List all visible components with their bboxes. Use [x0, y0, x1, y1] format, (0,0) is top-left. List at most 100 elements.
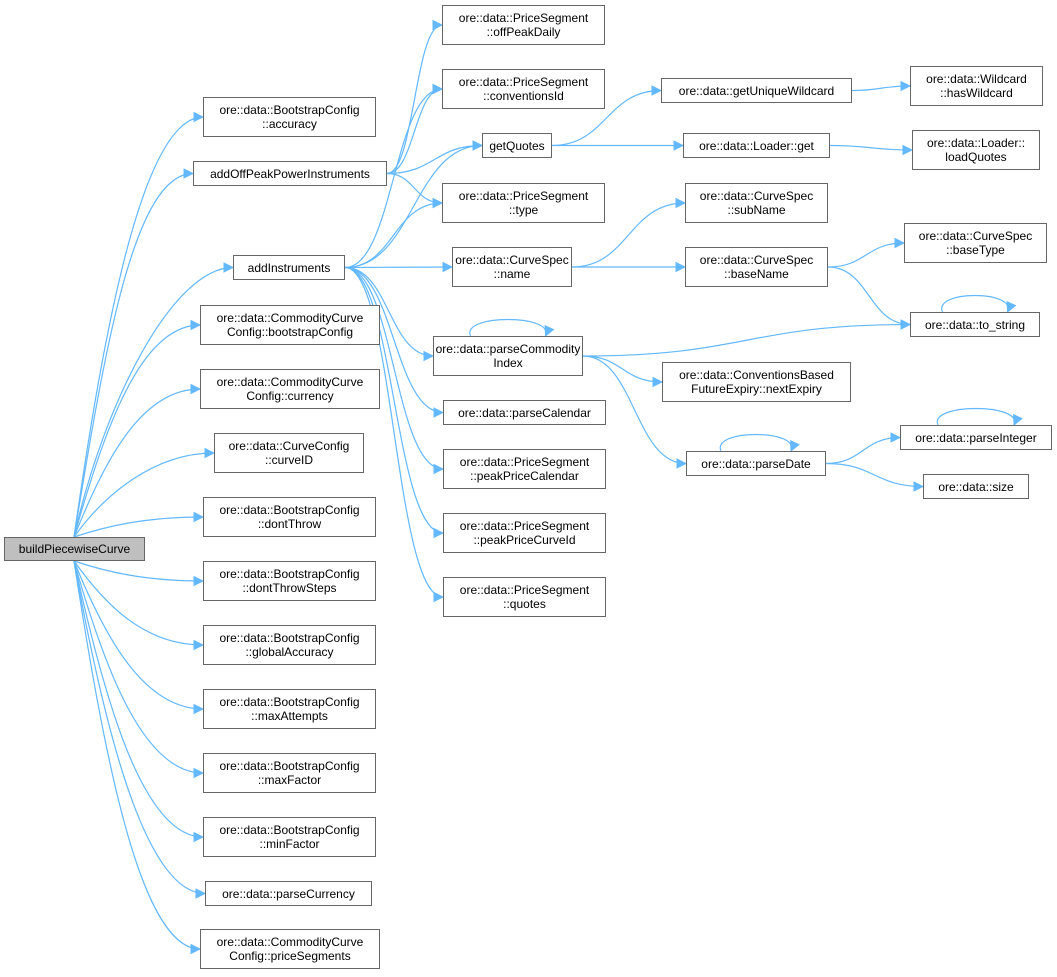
node-label-line: buildPiecewiseCurve — [18, 542, 131, 556]
node-peakPriceCurveId[interactable]: ore::data::PriceSegment::peakPriceCurveI… — [443, 513, 606, 553]
node-label-line: ore::data::PriceSegment — [459, 455, 590, 469]
node-label-line: ::baseName — [724, 267, 789, 281]
node-name[interactable]: ore::data::CurveSpec::name — [452, 247, 572, 287]
node-label-line: ore::data::BootstrapConfig — [219, 695, 360, 709]
node-peakPriceCalendar[interactable]: ore::data::PriceSegment::peakPriceCalend… — [443, 449, 606, 489]
node-label-line: ore::data::parseCommodity — [435, 342, 581, 356]
node-getUniqueWildcard[interactable]: ore::data::getUniqueWildcard — [661, 78, 852, 103]
node-parseInteger[interactable]: ore::data::parseInteger — [900, 425, 1052, 450]
node-label-line: ore::data::PriceSegment — [458, 11, 589, 25]
edge-parseCommodityIndex-to-parseCommodityIndex — [469, 318, 555, 337]
edge-build-to-addInstruments — [73, 262, 235, 538]
node-label-line: ::hasWildcard — [940, 86, 1013, 100]
node-label-line: ore::data::size — [938, 479, 1014, 494]
edge-build-to-bootstrapConfig — [73, 319, 202, 538]
edge-build-to-dontThrow — [73, 511, 205, 538]
node-curveID[interactable]: ore::data::CurveConfig::curveID — [214, 433, 364, 473]
node-label-line: ::subName — [727, 203, 786, 217]
node-size[interactable]: ore::data::size — [923, 474, 1029, 499]
node-label-line: ::peakPriceCalendar — [470, 469, 579, 483]
node-label-line: addInstruments — [247, 260, 331, 275]
node-type[interactable]: ore::data::PriceSegment::type — [442, 183, 605, 223]
node-label-line: ::curveID — [264, 453, 313, 467]
node-dontThrowSteps[interactable]: ore::data::BootstrapConfig::dontThrowSte… — [203, 561, 376, 601]
edge-parseDate-to-parseDate — [719, 433, 800, 452]
node-hasWildcard[interactable]: ore::data::Wildcard::hasWildcard — [910, 66, 1043, 106]
node-baseName[interactable]: ore::data::CurveSpec::baseName — [685, 247, 828, 287]
node-addInstruments[interactable]: addInstruments — [233, 255, 345, 280]
edge-addInstruments-to-peakPriceCalendar — [344, 266, 445, 475]
node-loadQuotes[interactable]: ore::data::Loader::loadQuotes — [912, 130, 1040, 170]
node-label-line: ore::data::parseInteger — [915, 430, 1037, 445]
node-label-line: FutureExpiry::nextExpiry — [691, 382, 822, 396]
edge-name-to-subName — [571, 197, 687, 268]
node-parseDate[interactable]: ore::data::parseDate — [686, 451, 826, 476]
edge-getUniqueWildcard-to-hasWildcard — [851, 80, 912, 92]
node-minFactor[interactable]: ore::data::BootstrapConfig::minFactor — [203, 817, 376, 857]
edge-addInstruments-to-name — [344, 261, 454, 273]
node-label-line: ore::data::BootstrapConfig — [219, 631, 360, 645]
node-label-line: getQuotes — [489, 138, 545, 153]
node-parseCurrency[interactable]: ore::data::parseCurrency — [205, 881, 372, 906]
node-label-line: ore::data::BootstrapConfig — [219, 759, 360, 773]
node-label-line: ore::data::to_string — [924, 317, 1026, 332]
node-globalAccuracy[interactable]: ore::data::BootstrapConfig::globalAccura… — [203, 625, 376, 665]
edge-build-to-globalAccuracy — [73, 560, 205, 651]
node-build[interactable]: buildPiecewiseCurve — [4, 537, 145, 561]
edge-build-to-addOffPeak — [73, 168, 195, 538]
node-label-line: ::dontThrow — [257, 517, 322, 531]
node-getQuotes[interactable]: getQuotes — [482, 133, 552, 158]
node-accuracy[interactable]: ore::data::BootstrapConfig::accuracy — [203, 97, 376, 137]
node-label-line: ore::data::CommodityCurve — [216, 311, 364, 325]
node-label-line: ore::data::PriceSegment — [459, 519, 590, 533]
node-label-line: ore::data::Wildcard — [926, 72, 1027, 86]
node-label-line: Config::currency — [246, 389, 334, 403]
node-label-line: ore::data::CurveSpec — [455, 253, 569, 267]
node-label-line: ore::data::CurveSpec — [699, 189, 814, 203]
node-loaderGet[interactable]: ore::data::Loader::get — [683, 133, 830, 158]
edge-addInstruments-to-conventionsId — [344, 83, 444, 269]
node-label-line: Config::priceSegments — [229, 949, 351, 963]
node-conventionsId[interactable]: ore::data::PriceSegment::conventionsId — [442, 69, 605, 109]
node-label-line: ::conventionsId — [483, 89, 564, 103]
node-toString[interactable]: ore::data::to_string — [910, 312, 1040, 337]
node-maxFactor[interactable]: ore::data::BootstrapConfig::maxFactor — [203, 753, 376, 793]
node-label-line: ::accuracy — [262, 117, 317, 131]
node-label-line: ore::data::CurveSpec — [918, 229, 1033, 243]
node-parseCalendar[interactable]: ore::data::parseCalendar — [443, 400, 606, 425]
node-label-line: ::type — [508, 203, 539, 217]
node-label-line: ::minFactor — [259, 837, 320, 851]
node-label-line: ore::data::parseCurrency — [222, 886, 355, 901]
edge-addInstruments-to-type — [344, 197, 444, 269]
edge-build-to-parseCurrency — [73, 560, 207, 899]
node-addOffPeak[interactable]: addOffPeakPowerInstruments — [193, 161, 387, 186]
node-label-line: Config::bootstrapConfig — [226, 325, 354, 339]
node-offPeakDaily[interactable]: ore::data::PriceSegment::offPeakDaily — [442, 5, 605, 45]
edge-build-to-maxFactor — [73, 560, 205, 779]
node-label-line: ore::data::BootstrapConfig — [219, 503, 360, 517]
node-label-line: ::peakPriceCurveId — [473, 533, 576, 547]
node-subName[interactable]: ore::data::CurveSpec::subName — [685, 183, 828, 223]
node-label-line: ore::data::PriceSegment — [458, 189, 589, 203]
edge-addInstruments-to-peakPriceCurveId — [344, 266, 445, 539]
edge-addOffPeak-to-getQuotes — [386, 140, 484, 175]
node-label-line: ore::data::BootstrapConfig — [219, 567, 360, 581]
edge-build-to-maxAttempts — [73, 560, 205, 715]
node-baseType[interactable]: ore::data::CurveSpec::baseType — [904, 223, 1047, 263]
node-label-line: ore::data::BootstrapConfig — [219, 103, 360, 117]
node-label-line: ::maxFactor — [257, 773, 322, 787]
node-label-line: ore::data::ConventionsBased — [679, 368, 834, 382]
edge-parseDate-to-size — [825, 462, 925, 492]
node-quotes[interactable]: ore::data::PriceSegment::quotes — [443, 577, 606, 617]
node-maxAttempts[interactable]: ore::data::BootstrapConfig::maxAttempts — [203, 689, 376, 729]
node-label-line: ::globalAccuracy — [245, 645, 334, 659]
node-dontThrow[interactable]: ore::data::BootstrapConfig::dontThrow — [203, 497, 376, 537]
edge-getQuotes-to-getUniqueWildcard — [551, 85, 663, 147]
